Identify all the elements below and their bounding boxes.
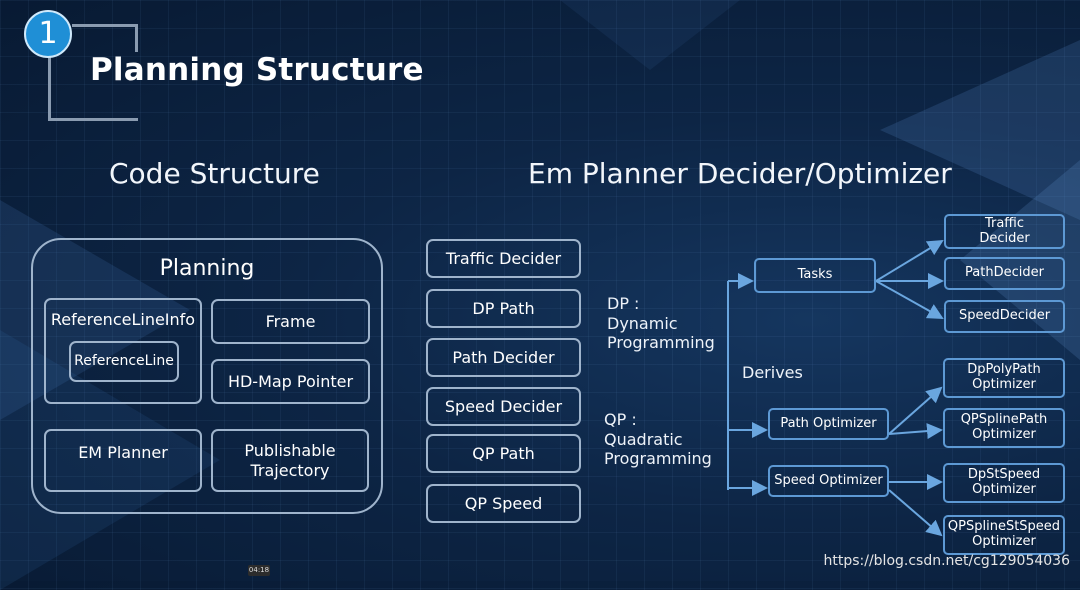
dp-note: DP : Dynamic Programming: [607, 294, 715, 353]
qp-spline-st-speed-line2: Optimizer: [972, 534, 1036, 549]
dp-st-speed-line2: Optimizer: [972, 482, 1036, 497]
path-decider-node: PathDecider: [944, 257, 1065, 290]
frame-label: Frame: [265, 311, 316, 331]
pipeline-step-dp-path: DP Path: [426, 289, 581, 328]
arrow-to-qp-spline-st-speed: [888, 489, 943, 537]
code-structure-heading: Code Structure: [109, 157, 320, 190]
arrow-to-speed-decider: [875, 280, 944, 319]
planning-label: Planning: [159, 256, 255, 281]
pipeline-step-qp-speed: QP Speed: [426, 484, 581, 523]
dp-note-line3: Programming: [607, 333, 715, 353]
em-planner-label: EM Planner: [78, 443, 168, 462]
traffic-decider-node: Traffic Decider: [944, 214, 1065, 249]
publishable-trajectory-box: Publishable Trajectory: [211, 429, 369, 492]
watermark-url: https://blog.csdn.net/cg129054036: [823, 553, 1070, 569]
decor-triangle: [0, 330, 220, 590]
derives-label: Derives: [742, 363, 803, 382]
arrow-to-qp-spline-path: [888, 423, 943, 440]
qp-spline-path-line1: QPSplinePath: [960, 412, 1048, 428]
qp-spline-path-node: QPSplinePath Optimizer: [943, 408, 1065, 448]
planning-container: [31, 238, 383, 514]
pipeline-step-speed-decider: Speed Decider: [426, 387, 581, 426]
slide-number-badge: 1: [24, 10, 72, 58]
qp-note-line1: QP :: [604, 410, 637, 429]
hd-map-pointer-label: HD-Map Pointer: [227, 371, 354, 391]
qp-note-line3: Programming: [604, 449, 712, 469]
traffic-decider-line2: Decider: [979, 230, 1030, 246]
slide-title: Planning Structure: [90, 52, 424, 88]
video-timestamp: 04:18: [248, 565, 270, 576]
reference-line-info-label: ReferenceLineInfo: [50, 310, 196, 329]
publishable-trajectory-line2: Trajectory: [250, 460, 330, 480]
title-frame: [48, 24, 138, 121]
frame-box: Frame: [211, 299, 370, 344]
em-planner-heading: Em Planner Decider/Optimizer: [528, 157, 952, 190]
arrow-to-traffic-decider: [875, 239, 944, 282]
dp-st-speed-node: DpStSpeed Optimizer: [943, 463, 1065, 503]
tasks-box: Tasks: [754, 258, 876, 293]
qp-spline-path-line2: Optimizer: [972, 427, 1036, 442]
publishable-trajectory-line1: Publishable: [244, 441, 336, 461]
pipeline-step-traffic-decider: Traffic Decider: [426, 239, 581, 278]
decor-triangle: [880, 40, 1080, 220]
qp-spline-st-speed-node: QPSplineStSpeed Optimizer: [943, 515, 1065, 555]
speed-decider-node: SpeedDecider: [944, 300, 1065, 333]
dp-st-speed-line1: DpStSpeed: [967, 467, 1041, 483]
title-frame-right: [135, 24, 138, 52]
hd-map-pointer-box: HD-Map Pointer: [211, 359, 370, 404]
dp-note-line1: DP :: [607, 294, 640, 313]
dp-poly-path-line1: DpPolyPath: [967, 362, 1041, 378]
speed-optimizer-box: Speed Optimizer: [768, 465, 889, 497]
path-optimizer-box: Path Optimizer: [768, 408, 889, 440]
reference-line-info-box: ReferenceLineInfo: [44, 298, 202, 404]
pipeline-step-path-decider: Path Decider: [426, 338, 581, 377]
arrow-to-dp-poly-path: [888, 386, 943, 435]
qp-note: QP : Quadratic Programming: [604, 410, 712, 469]
em-planner-box: EM Planner: [44, 429, 202, 492]
title-frame-top: [72, 24, 138, 27]
decor-triangle: [560, 0, 740, 70]
traffic-decider-line1: Traffic: [984, 215, 1025, 231]
qp-spline-st-speed-line1: QPSplineStSpeed: [947, 519, 1061, 535]
pipeline-step-qp-path: QP Path: [426, 434, 581, 473]
reference-line-label: ReferenceLine: [74, 353, 174, 370]
dp-poly-path-node: DpPolyPath Optimizer: [943, 358, 1065, 398]
dp-poly-path-line2: Optimizer: [972, 377, 1036, 392]
qp-note-line2: Quadratic: [604, 429, 683, 449]
reference-line-box: ReferenceLine: [69, 341, 179, 382]
dp-note-line2: Dynamic: [607, 313, 678, 333]
